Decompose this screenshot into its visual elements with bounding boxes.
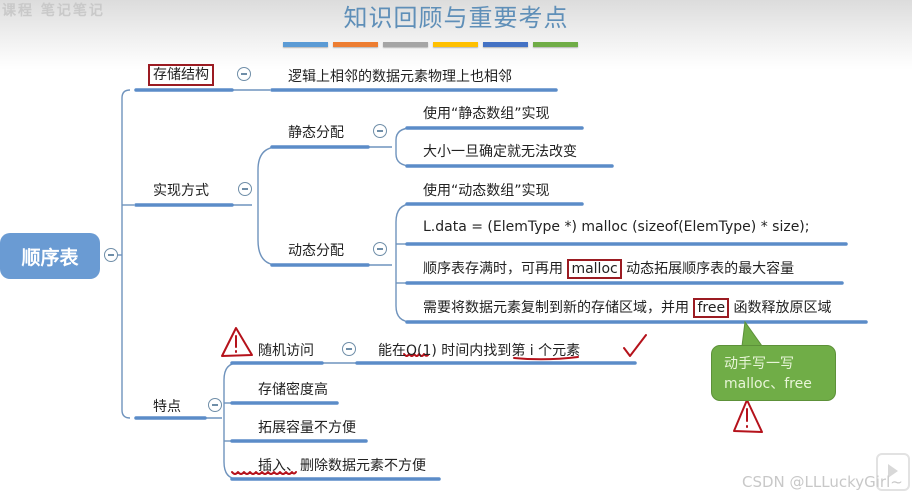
leaf-text: 函数释放原区域 <box>733 300 832 316</box>
node-dynamic-allocation[interactable]: 动态分配 <box>288 243 344 259</box>
node-storage-structure[interactable]: 存储结构 <box>148 64 214 86</box>
video-play-icon[interactable] <box>876 453 910 491</box>
watermark: CSDN @LLLuckyGirl~ <box>742 473 903 491</box>
highlight-free: free <box>693 298 730 318</box>
color-bars <box>283 42 578 47</box>
collapse-icon-storage-structure[interactable] <box>237 67 251 81</box>
leaf-logical-physical-adjacent[interactable]: 逻辑上相邻的数据元素物理上也相邻 <box>288 69 512 85</box>
leaf-malloc-code[interactable]: L.data = (ElemType *) malloc (sizeof(Ele… <box>423 219 810 235</box>
color-bar-2 <box>333 42 378 47</box>
callout-line-1: 动手写一写 <box>724 356 794 372</box>
highlight-malloc: malloc <box>567 259 622 279</box>
underlined-insert-delete: 插入、删除 <box>258 458 328 474</box>
underlined-ith-element: 第 i 个元素 <box>511 343 581 359</box>
leaf-text: 顺序表存满时，可再用 <box>423 261 563 277</box>
root-node[interactable]: 顺序表 <box>0 233 100 279</box>
leaf-high-density[interactable]: 存储密度高 <box>258 382 328 398</box>
leaf-text: 动态拓展顺序表的最大容量 <box>626 261 795 277</box>
page-title: 知识回顾与重要考点 <box>343 4 569 32</box>
big-o-text: O(1) <box>406 343 437 359</box>
leaf-size-fixed[interactable]: 大小一旦确定就无法改变 <box>423 144 577 160</box>
callout-line-2: malloc、free <box>724 376 812 392</box>
color-bar-4 <box>433 42 478 47</box>
leaf-o1-access[interactable]: 能在O(1) 时间内找到第 i 个元素 <box>378 340 580 360</box>
leaf-malloc-expand[interactable]: 顺序表存满时，可再用 malloc 动态拓展顺序表的最大容量 <box>423 258 795 279</box>
leaf-free-copy[interactable]: 需要将数据元素复制到新的存储区域，并用 free 函数释放原区域 <box>423 297 832 318</box>
faded-logo: 课程 笔记笔记 <box>2 3 105 19</box>
collapse-icon-random-access[interactable] <box>342 342 356 356</box>
leaf-static-array[interactable]: 使用“静态数组”实现 <box>423 106 550 122</box>
color-bar-5 <box>483 42 528 47</box>
node-implementation[interactable]: 实现方式 <box>153 183 209 199</box>
collapse-icon-features[interactable] <box>208 398 222 412</box>
leaf-dynamic-array[interactable]: 使用“动态数组”实现 <box>423 183 550 199</box>
leaf-text: 时间内找到 <box>436 343 512 359</box>
collapse-icon-dynamic-allocation[interactable] <box>373 242 387 256</box>
leaf-text: 能在 <box>378 343 406 359</box>
collapse-icon-root[interactable] <box>104 248 118 262</box>
collapse-icon-static-allocation[interactable] <box>373 124 387 138</box>
leaf-expand-inconvenient[interactable]: 拓展容量不方便 <box>258 420 356 436</box>
leaf-text: 需要将数据元素复制到新的存储区域，并用 <box>423 300 689 316</box>
node-static-allocation[interactable]: 静态分配 <box>288 125 344 141</box>
color-bar-3 <box>383 42 428 47</box>
color-bar-1 <box>283 42 328 47</box>
leaf-insert-delete-inconvenient[interactable]: 插入、删除数据元素不方便 <box>258 455 426 475</box>
color-bar-6 <box>533 42 578 47</box>
callout-bubble: 动手写一写 malloc、free <box>711 345 836 401</box>
node-features[interactable]: 特点 <box>153 399 181 415</box>
node-random-access[interactable]: 随机访问 <box>258 343 314 359</box>
leaf-text: 数据元素不方便 <box>328 458 426 474</box>
collapse-icon-implementation[interactable] <box>238 182 252 196</box>
